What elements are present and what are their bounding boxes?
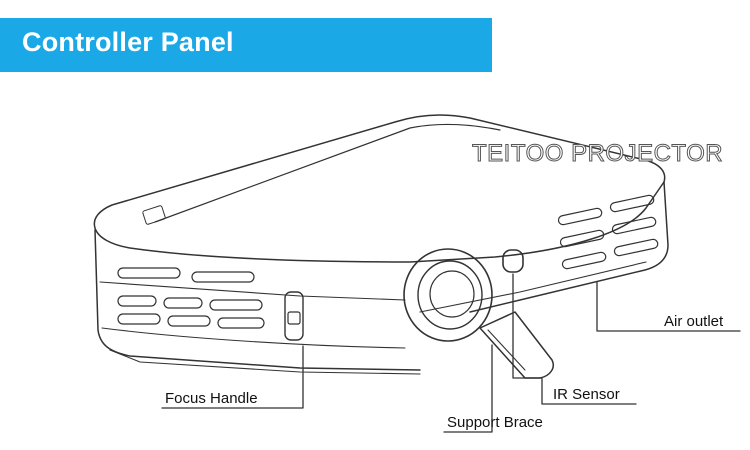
- focus-handle-slot: [284, 291, 304, 341]
- vent-slot: [557, 207, 603, 226]
- watermark-text: TEITOO PROJECTOR: [471, 140, 724, 168]
- top-panel-line: [154, 123, 501, 223]
- vent-slot: [613, 238, 659, 257]
- vent-slot: [163, 297, 203, 309]
- projector-front-face: [94, 229, 421, 371]
- side-vent-grille: [557, 194, 659, 270]
- lens-outer-ring: [403, 248, 493, 342]
- vent-slot: [217, 317, 265, 329]
- focus-handle-label: Focus Handle: [165, 390, 258, 407]
- ir-sensor-window: [502, 249, 524, 273]
- vent-slot: [559, 229, 605, 248]
- projector-bottom-edge: [109, 349, 421, 375]
- vent-slot: [209, 299, 263, 311]
- vent-slot: [609, 194, 655, 213]
- support-brace-edge: [487, 329, 526, 371]
- focus-handle-leader: [161, 345, 304, 409]
- vent-slot: [117, 313, 161, 325]
- vent-slot: [117, 267, 181, 279]
- support-brace-leader: [443, 344, 493, 433]
- projector-top-surface: [93, 114, 666, 263]
- vent-slot: [167, 315, 211, 327]
- air-outlet-label: Air outlet: [664, 313, 724, 330]
- vent-slot: [611, 216, 657, 235]
- focus-handle-knob: [287, 311, 301, 325]
- front-seam-1: [99, 281, 406, 301]
- lens-glass: [429, 270, 475, 318]
- logo-plate: [142, 205, 166, 225]
- ir-sensor-label: IR Sensor: [553, 386, 620, 403]
- page-title: Controller Panel: [22, 27, 234, 57]
- lens-inner-ring: [417, 260, 483, 330]
- ir-sensor-leader: [512, 273, 637, 405]
- header-band: [0, 18, 492, 72]
- vent-slot: [561, 251, 607, 270]
- vent-slot: [117, 295, 157, 307]
- support-brace-label: Support Brace: [447, 414, 543, 431]
- front-vent-grille: [117, 267, 265, 329]
- side-seam: [419, 261, 647, 313]
- support-brace: [479, 311, 554, 379]
- vent-slot: [191, 271, 255, 283]
- air-outlet-leader: [596, 281, 741, 332]
- projector-side-face: [469, 181, 669, 313]
- callout-leaders: [161, 273, 741, 433]
- front-seam-2: [101, 327, 406, 349]
